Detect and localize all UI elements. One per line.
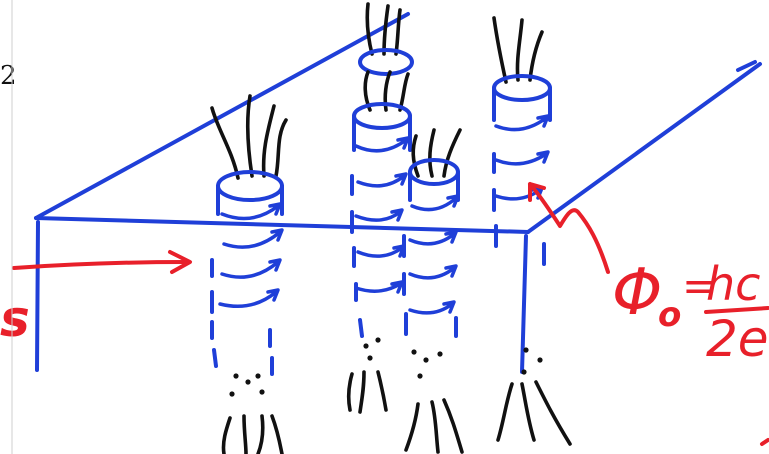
vortex-front-current-arrows: [410, 196, 458, 313]
slab-front-left-leg: [37, 222, 38, 370]
vortex-right-core-ring: [494, 76, 550, 100]
cropped-edge-digit: 2: [0, 61, 17, 91]
vortex-left-field-lines: [212, 96, 286, 178]
applied-field-arrow: [14, 252, 190, 272]
vortex-center: [349, 4, 412, 412]
corner-red-mark: [762, 440, 768, 444]
formula-denominator: 2e: [706, 310, 769, 368]
vortex-center-core-ring: [354, 104, 410, 128]
formula-phi: Φ: [612, 256, 662, 330]
cropped-red-letter: s: [0, 290, 30, 348]
vortex-center-current-arrows: [356, 138, 408, 292]
flux-quantum-formula: Φ o = hc 2e: [612, 256, 769, 368]
vortex-left-core-ring: [218, 172, 282, 200]
formula-phi-subscript: o: [658, 295, 681, 335]
vortex-left-current-arrows: [220, 204, 282, 306]
slab-right-edge: [528, 64, 760, 232]
flux-pointer-arrow: [530, 184, 608, 272]
formula-numerator: hc: [706, 257, 760, 311]
vortex-front: [404, 130, 462, 452]
vortex-left: [212, 96, 286, 454]
